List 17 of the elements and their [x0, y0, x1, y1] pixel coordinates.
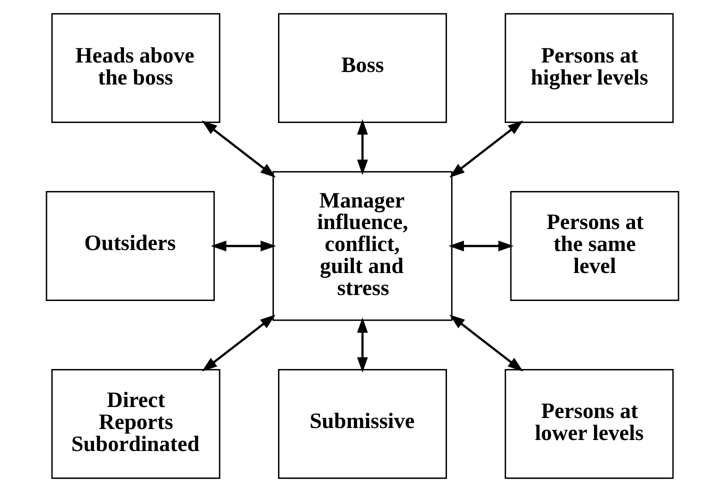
node-box: Direct Reports Subordinated [50, 368, 220, 479]
node-box: Heads above the boss [50, 13, 220, 124]
node-box: Submissive [278, 368, 446, 479]
arrow [448, 240, 514, 252]
node-box: Persons at higher levels [504, 13, 674, 124]
node-box: Persons at the same level [510, 191, 679, 301]
arrow [356, 119, 368, 176]
arrow [356, 317, 368, 373]
arrow [448, 120, 523, 178]
arrow [448, 314, 523, 372]
arrow [210, 240, 276, 252]
node-box: Persons at lower levels [504, 368, 674, 479]
arrow [201, 120, 276, 178]
node-box: Manager influence, conflict, guilt and stress [272, 171, 452, 321]
arrow [201, 314, 276, 372]
node-box: Outsiders [45, 191, 214, 301]
node-box: Boss [278, 13, 446, 124]
